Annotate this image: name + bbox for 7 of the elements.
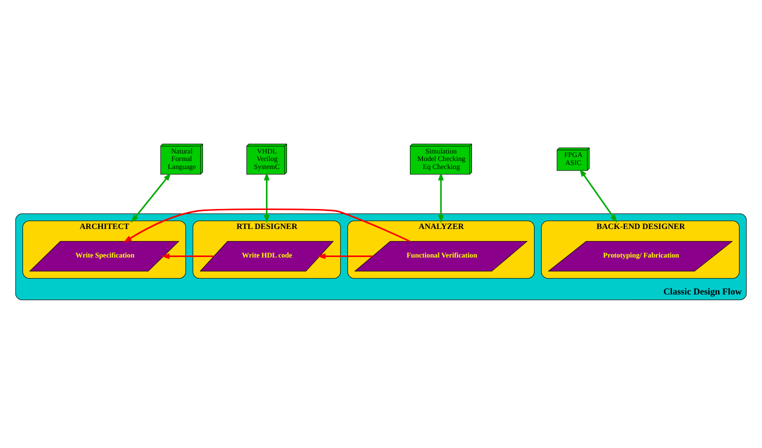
- arrow: [579, 168, 618, 223]
- arrow: [130, 172, 172, 223]
- arrow: [161, 253, 214, 260]
- arrow: [317, 253, 372, 260]
- arrow: [438, 172, 444, 224]
- arrow: [264, 172, 270, 224]
- arrow: [123, 208, 410, 243]
